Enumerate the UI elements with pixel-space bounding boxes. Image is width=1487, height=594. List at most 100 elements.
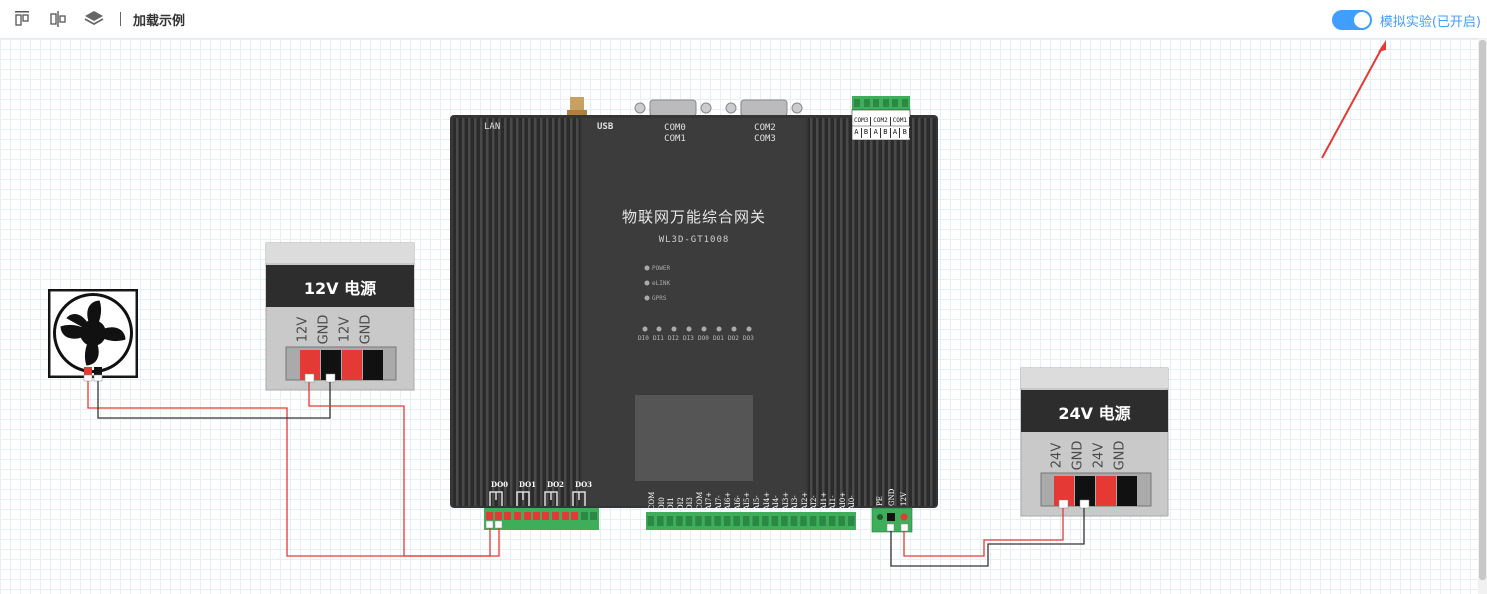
analog-terminal-label: AI0+ (838, 491, 847, 510)
toolbar: 加载示例 (0, 0, 1487, 38)
terminal-screw (742, 516, 750, 526)
terminal-screw (771, 516, 779, 526)
load-example-button[interactable]: 加载示例 (133, 13, 186, 29)
analog-terminal-label: AI3+ (781, 491, 790, 510)
vertical-scrollbar[interactable] (1478, 38, 1487, 594)
analog-terminal-label: AI2- (810, 495, 819, 510)
analog-terminal-strip[interactable] (646, 512, 856, 530)
do-terminal-label: DO3 (575, 480, 593, 489)
terminal-screw (809, 516, 817, 526)
terminal-screw (647, 516, 655, 526)
terminal-screw (752, 516, 760, 526)
com-terminal-pin: B (881, 128, 891, 138)
analog-terminal-label: COM (695, 491, 704, 510)
align-center-icon[interactable] (47, 8, 69, 30)
analog-terminal-label: AI4- (772, 495, 781, 510)
terminal-screw (790, 516, 798, 526)
analog-terminal-label: DI1 (667, 497, 676, 510)
psu-pin-label: GND (1112, 440, 1128, 471)
com0-label: COM0 (664, 123, 686, 133)
align-top-icon[interactable] (11, 8, 33, 30)
com0-com1-labels: COM0 COM1 (660, 123, 690, 145)
io-led-label: DI3 (683, 335, 694, 342)
fan-device[interactable] (48, 289, 138, 382)
psu-pin-label: GND (1070, 440, 1086, 471)
com2-com3-labels: COM2 COM3 (750, 123, 780, 145)
simulation-toggle-group: 模拟实验(已开启) (1331, 10, 1481, 30)
io-leds (642, 326, 752, 332)
analog-terminal-label: AI7+ (705, 491, 714, 510)
psu-24v-title: 24V 电源 (1058, 404, 1131, 423)
led-gprs-label: GPRS (652, 295, 667, 302)
analog-terminal-label: DI2 (676, 497, 685, 510)
terminal-screw (847, 516, 855, 526)
do-terminal-label: DO0 (491, 480, 509, 489)
lan-label: LAN (484, 122, 501, 132)
terminal-screw (666, 516, 674, 526)
do-terminal-strip[interactable] (484, 508, 599, 530)
power-terminal-label: PE (876, 496, 884, 506)
power-terminal-labels: PE GND 12V (872, 489, 912, 507)
io-led-label: DI1 (653, 335, 664, 342)
switch-knob (1353, 12, 1370, 28)
status-leds (644, 265, 650, 301)
power-terminal[interactable] (871, 507, 913, 533)
analog-terminal-label: DI3 (686, 497, 695, 510)
layers-icon[interactable] (83, 8, 105, 30)
analog-terminal-label: AI7- (714, 495, 723, 510)
analog-terminal-label: AI6+ (724, 491, 733, 510)
com-terminal-pin: A (891, 128, 901, 138)
toolbar-divider (120, 12, 121, 26)
analog-terminal-label: AI1+ (819, 491, 828, 510)
terminal-screw (714, 516, 721, 526)
com-terminal-header: COM1 (891, 117, 910, 126)
gateway-device[interactable] (450, 115, 938, 508)
simulation-switch[interactable] (1331, 10, 1372, 30)
io-led-label: DI0 (638, 335, 649, 342)
scrollbar-thumb[interactable] (1479, 40, 1486, 580)
terminal-screw (800, 516, 807, 526)
psu-pin-label: GND (316, 314, 332, 345)
simulation-label[interactable]: 模拟实验(已开启) (1379, 14, 1481, 30)
gateway-top-connectors (567, 97, 803, 117)
power-terminal-label: GND (888, 488, 896, 506)
psu-24v-device[interactable] (1020, 367, 1169, 517)
usb-label: USB (597, 122, 614, 132)
do-terminal-label: DO2 (547, 480, 565, 489)
terminal-screw (733, 516, 740, 526)
com2-label: COM2 (754, 123, 776, 133)
psu-pin-label: GND (358, 314, 374, 345)
gateway-model: WL3D-GT1008 (658, 235, 730, 245)
analog-terminal-label: AI5- (753, 495, 761, 510)
gateway-title: 物联网万能综合网关 (621, 208, 766, 226)
terminal-screw (762, 516, 769, 526)
analog-terminal-label: COM (648, 491, 656, 510)
com1-label: COM1 (664, 134, 686, 144)
io-led-label: DI2 (668, 335, 679, 342)
terminal-screw (723, 516, 731, 526)
terminal-screw (704, 516, 712, 526)
io-led-label: DO3 (743, 335, 754, 342)
terminal-screw (676, 516, 683, 526)
do-relay-blocks (489, 491, 586, 506)
led-power-label: POWER (652, 265, 671, 272)
terminal-screw (838, 516, 845, 526)
psu-pin-label: 12V (295, 316, 311, 343)
analog-terminal-label: AI6- (733, 495, 742, 510)
io-led-label: DO0 (698, 335, 709, 342)
annotation-arrow (1321, 40, 1386, 159)
terminal-screw (781, 516, 788, 526)
power-terminal-label: 12V (900, 492, 908, 506)
analog-terminal-label: AI3- (791, 495, 800, 510)
terminal-screw (828, 516, 836, 526)
io-led-label: DO1 (713, 335, 724, 342)
terminal-screw (819, 516, 826, 526)
com-terminal-header: COM3 (852, 117, 872, 126)
terminal-screw (657, 516, 664, 526)
com-terminal-header: COM2 (871, 117, 891, 126)
